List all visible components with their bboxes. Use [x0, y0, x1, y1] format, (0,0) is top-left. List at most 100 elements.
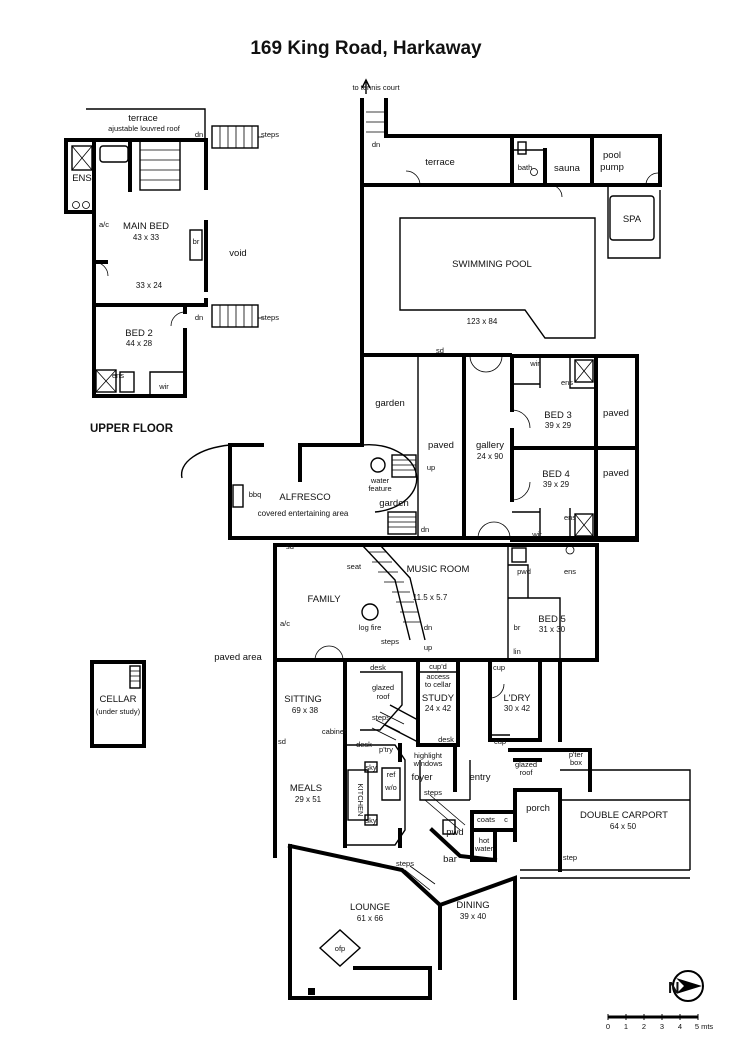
access-cellar-1: access: [426, 672, 450, 681]
bbq-label: bbq: [249, 490, 262, 499]
pool-dim: 123 x 84: [467, 317, 498, 326]
dining-dim: 39 x 40: [460, 912, 487, 921]
cellar: CELLAR (under study): [90, 660, 146, 748]
sky2-label: sky: [365, 816, 377, 825]
gallery-dim: 24 x 90: [477, 452, 504, 461]
scale-tick-label: 4: [678, 1022, 682, 1031]
hot-water-2: water: [474, 844, 494, 853]
bed3-label: BED 3: [544, 410, 571, 421]
upper-br-label: br: [193, 237, 200, 246]
lin-label: lin: [513, 647, 521, 656]
kitchen-label: KITCHEN: [356, 784, 365, 817]
sd-pool: sd: [436, 346, 444, 355]
steps-sitting: steps: [372, 713, 390, 722]
alfresco-label: ALFRESCO: [279, 492, 330, 503]
water-feature-2: feature: [368, 484, 391, 493]
carport-label: DOUBLE CARPORT: [580, 810, 668, 821]
access-cellar-2: to cellar: [425, 680, 452, 689]
upper-steps-2: steps: [261, 313, 279, 322]
upper-wir: wir: [158, 382, 169, 391]
ens4-label: ens: [564, 513, 576, 522]
pwd1-label: pwd: [517, 567, 531, 576]
cellar-label-2: (under study): [96, 707, 141, 716]
bar-label: bar: [443, 854, 457, 865]
carport-dim: 64 x 50: [610, 822, 637, 831]
dining-label: DINING: [456, 900, 489, 911]
bed2-dim: 44 x 28: [126, 339, 153, 348]
ens-label: ENS: [72, 173, 92, 184]
glazed-roof-1b: roof: [377, 692, 391, 701]
study-dim: 24 x 42: [425, 704, 452, 713]
upper-ac-label: a/c: [99, 220, 109, 229]
br5-label: br: [514, 623, 521, 632]
cupd1-label: cup'd: [429, 662, 447, 671]
seat-label: seat: [347, 562, 362, 571]
scale-tick-label: 1: [624, 1022, 628, 1031]
scale-tick-label: 0: [606, 1022, 610, 1031]
desk2-label: desk: [438, 735, 454, 744]
coats-label: coats: [477, 815, 495, 824]
steps-foyer: steps: [424, 788, 442, 797]
log-fire-label: log fire: [359, 623, 382, 632]
upper-floor-label: UPPER FLOOR: [90, 423, 174, 435]
upper-ens-2: ens: [112, 371, 124, 380]
louvred-roof-label: ajustable louvred roof: [108, 124, 181, 133]
laundry-dim: 30 x 42: [504, 704, 531, 713]
wir4-label: wir: [531, 530, 542, 539]
ac-label: a/c: [280, 619, 290, 628]
c-label: c: [504, 815, 508, 824]
desk1-label: desk: [370, 663, 386, 672]
pool-label: SWIMMING POOL: [452, 259, 532, 270]
music-room-dim: 11.5 x 5.7: [413, 593, 448, 602]
lounge-label: LOUNGE: [350, 902, 390, 913]
upper-dn-2: dn: [195, 313, 203, 322]
steps-music: steps: [381, 637, 399, 646]
water-feature-1: water: [370, 476, 390, 485]
tennis-label: to tennis court: [352, 83, 400, 92]
sitting-dim: 69 x 38: [292, 706, 319, 715]
ground-floor-labels: to tennis court dn terrace bath sauna po…: [214, 83, 668, 953]
family-label: FAMILY: [307, 594, 341, 605]
bed2-label: BED 2: [125, 328, 152, 339]
paved-area-label: paved area: [214, 652, 262, 663]
ens5-label: ens: [564, 567, 576, 576]
hot-water-1: hot: [479, 836, 490, 845]
foyer-label: foyer: [411, 772, 432, 783]
garden-label-2: garden: [379, 498, 409, 509]
paved3-label: paved: [603, 408, 629, 419]
cup1-label: cup: [493, 663, 505, 672]
garden-label-1: garden: [375, 398, 405, 409]
dn-music: dn: [424, 623, 432, 632]
glazed-roof-2b: roof: [520, 768, 534, 777]
bed5-label: BED 5: [538, 614, 565, 625]
north-compass: N: [668, 970, 704, 1002]
spa-label: SPA: [623, 214, 642, 225]
sd-family: sd: [286, 542, 294, 551]
cellar-label-1: CELLAR: [100, 694, 137, 705]
hall-dim: 33 x 24: [136, 281, 163, 290]
scale-tick-label: 3: [660, 1022, 664, 1031]
wir3-label: wir: [529, 359, 540, 368]
glazed-roof-2a: glazed: [515, 760, 537, 769]
dn-garden: dn: [421, 525, 429, 534]
up-music: up: [424, 643, 432, 652]
sauna-label: sauna: [554, 163, 581, 174]
meals-label: MEALS: [290, 783, 322, 794]
desk3-label: desk: [356, 740, 372, 749]
plan-title: 169 King Road, Harkaway: [250, 38, 482, 59]
terrace-label: terrace: [425, 157, 455, 168]
void-label: void: [229, 248, 246, 259]
up-label: up: [427, 463, 435, 472]
ptr-box-1: p'ter: [569, 750, 584, 759]
pool-pump-label-2: pump: [600, 162, 624, 173]
bed3-dim: 39 x 29: [545, 421, 572, 430]
paved4-label: paved: [603, 468, 629, 479]
meals-dim: 29 x 51: [295, 795, 322, 804]
upper-dn-1: dn: [195, 130, 203, 139]
highlight-1: highlight: [414, 751, 443, 760]
north-label: N: [668, 980, 680, 997]
ref-label: ref: [387, 770, 397, 779]
highlight-2: windows: [413, 759, 443, 768]
ofp-label: ofp: [335, 944, 345, 953]
